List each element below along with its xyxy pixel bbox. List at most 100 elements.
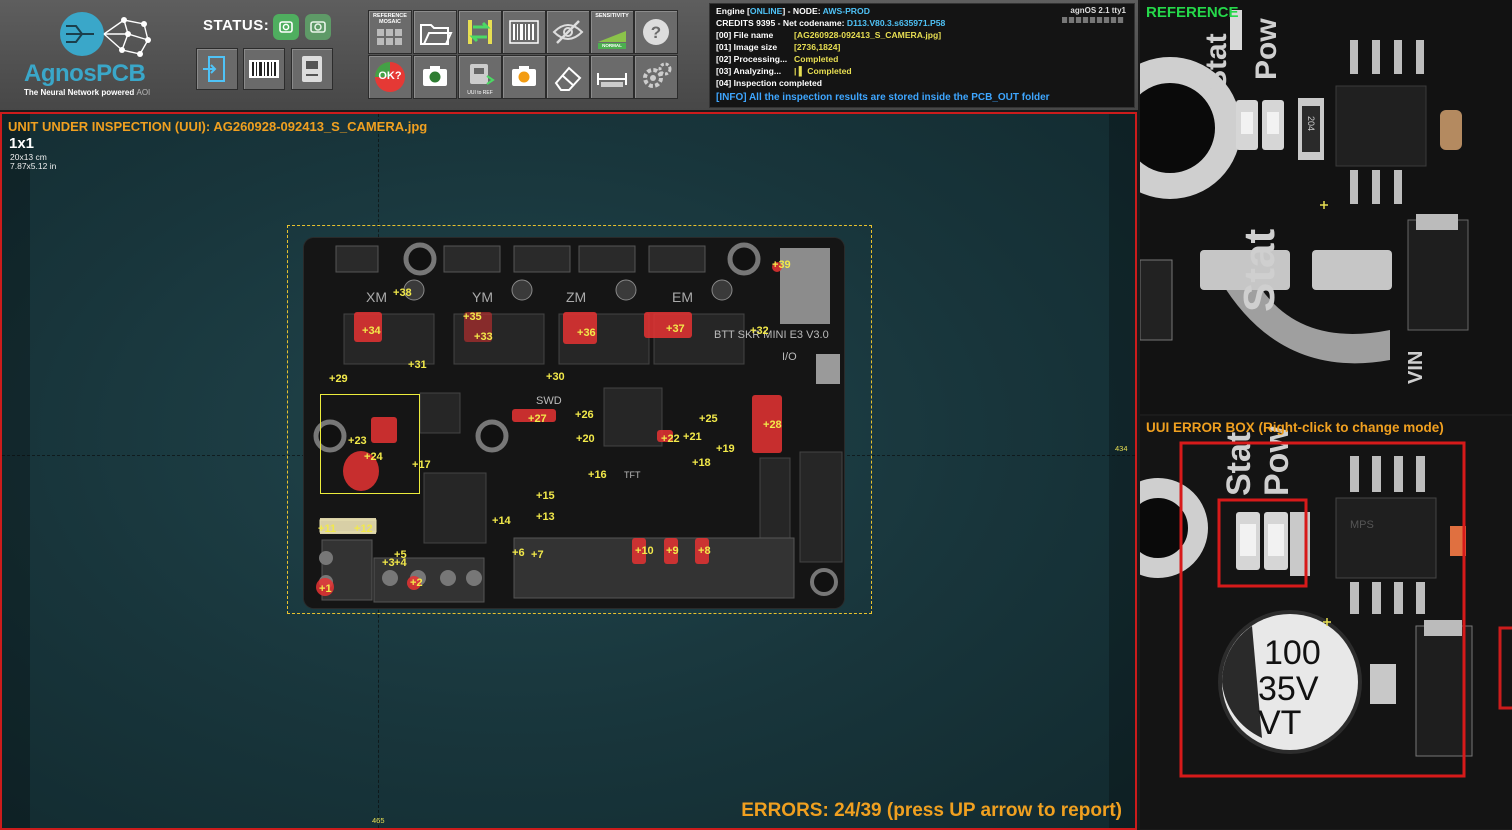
defect-marker[interactable]: +19 bbox=[716, 443, 735, 455]
defect-marker[interactable]: +26 bbox=[575, 409, 594, 421]
measure-button[interactable] bbox=[590, 55, 634, 99]
crosshair-y-readout: 434 bbox=[1115, 444, 1128, 453]
error-highlight bbox=[464, 312, 492, 342]
console-line-filename: [00] File name[AG260928-092413_S_CAMERA.… bbox=[716, 30, 942, 40]
defect-marker[interactable]: +14 bbox=[492, 515, 511, 527]
axis-label-em: EM bbox=[672, 289, 693, 305]
defect-marker[interactable]: +22 bbox=[661, 433, 680, 445]
defect-marker[interactable]: +15 bbox=[536, 490, 555, 502]
defect-marker[interactable]: +11 bbox=[318, 523, 337, 535]
defect-marker[interactable]: +21 bbox=[683, 431, 702, 443]
uui-inspection-view[interactable]: 434 465 UNIT UNDER INSPECTION (UUI): AG2… bbox=[0, 112, 1137, 830]
barcode-icon bbox=[509, 20, 539, 44]
defect-marker[interactable]: +4 bbox=[394, 557, 407, 569]
top-toolbar: AgnosPCB The Neural Network powered AOI … bbox=[0, 0, 1138, 110]
defect-marker[interactable]: +7 bbox=[531, 549, 544, 561]
defect-marker[interactable]: +12 bbox=[354, 523, 373, 535]
capture-orange-button[interactable] bbox=[502, 55, 546, 99]
ok-approve-button[interactable]: OK? bbox=[368, 55, 412, 99]
defect-marker[interactable]: +33 bbox=[474, 331, 493, 343]
reference-mosaic-button[interactable]: REFERENCE MOSAIC bbox=[368, 10, 412, 54]
swap-reference-button[interactable] bbox=[458, 10, 502, 54]
board-dimensions-in: 7.87x5.12 in bbox=[10, 161, 57, 171]
defect-marker[interactable]: +16 bbox=[588, 469, 607, 481]
defect-marker[interactable]: +1 bbox=[319, 583, 332, 595]
console-line-imagesize: [01] Image size[2736,1824] bbox=[716, 42, 841, 52]
uui-to-ref-button[interactable]: UUI to REF bbox=[458, 55, 502, 99]
defect-marker[interactable]: +30 bbox=[546, 371, 565, 383]
defect-marker[interactable]: +38 bbox=[393, 287, 412, 299]
defect-marker[interactable]: +10 bbox=[635, 545, 654, 557]
defect-marker[interactable]: +37 bbox=[666, 323, 685, 335]
svg-text:?: ? bbox=[651, 23, 661, 42]
defect-marker[interactable]: +18 bbox=[692, 457, 711, 469]
swap-arrows-icon bbox=[468, 20, 492, 44]
defect-marker[interactable]: +32 bbox=[750, 325, 769, 337]
eraser-icon bbox=[554, 66, 582, 91]
defect-marker[interactable]: +23 bbox=[348, 435, 367, 447]
defect-marker[interactable]: +17 bbox=[412, 459, 431, 471]
board-bounding-frame bbox=[287, 225, 872, 614]
reference-view[interactable]: 204 Stat Pow Stat VIN REFERENCE bbox=[1140, 0, 1512, 414]
defect-marker[interactable]: +2 bbox=[410, 577, 423, 589]
defect-marker[interactable]: +29 bbox=[329, 373, 348, 385]
error-highlight bbox=[563, 312, 597, 344]
eraser-button[interactable] bbox=[546, 55, 590, 99]
uui-error-box-view[interactable]: Stat Pow MPS 100 35V VT bbox=[1140, 416, 1512, 829]
ref-silk-vin: VIN bbox=[1405, 351, 1427, 384]
open-folder-button[interactable] bbox=[413, 10, 457, 54]
reference-pcb-closeup: 204 Stat Pow Stat VIN bbox=[1140, 0, 1512, 414]
defect-marker[interactable]: +34 bbox=[362, 325, 381, 337]
sensitivity-value: NORMAL bbox=[598, 43, 626, 49]
load-board-button[interactable] bbox=[291, 48, 333, 90]
defect-marker[interactable]: +25 bbox=[699, 413, 718, 425]
ref-silk-stat: Stat bbox=[1200, 33, 1233, 90]
help-button[interactable]: ? bbox=[634, 10, 678, 54]
ref-resistor-text: 204 bbox=[1306, 116, 1316, 131]
defect-marker[interactable]: +20 bbox=[576, 433, 595, 445]
defect-marker[interactable]: +35 bbox=[463, 311, 482, 323]
settings-button[interactable] bbox=[634, 55, 678, 99]
help-question-icon: ? bbox=[643, 19, 669, 45]
barcode-toggle-button[interactable] bbox=[502, 10, 546, 54]
pcb-drawing: BTT SKR MINI E3 V3.0 I/O SWD TFT XM YM Z… bbox=[304, 238, 844, 608]
error-highlight bbox=[644, 312, 692, 338]
exit-door-icon bbox=[203, 56, 225, 82]
axis-label-ym: YM bbox=[472, 289, 493, 305]
sensitivity-button[interactable]: SENSITIVITY NORMAL bbox=[590, 10, 634, 54]
error-highlight bbox=[407, 576, 421, 590]
agnospcb-logo: AgnosPCB The Neural Network powered AOI bbox=[22, 8, 172, 103]
defect-marker[interactable]: +39 bbox=[772, 259, 791, 271]
defect-marker[interactable]: +6 bbox=[512, 547, 525, 559]
hide-overlay-button[interactable] bbox=[546, 10, 590, 54]
board-load-icon bbox=[302, 56, 322, 82]
camera-icon bbox=[512, 66, 536, 86]
board-dimensions-cm: 20x13 cm bbox=[10, 152, 47, 162]
selected-region-box bbox=[320, 394, 420, 494]
defect-marker[interactable]: +3 bbox=[382, 557, 395, 569]
defect-marker[interactable]: +8 bbox=[698, 545, 711, 557]
defect-marker[interactable]: +27 bbox=[528, 413, 547, 425]
cap-value-text: 100 bbox=[1264, 634, 1321, 672]
defect-marker[interactable]: +5 bbox=[394, 549, 407, 561]
ok-label: OK? bbox=[378, 70, 402, 82]
defect-marker[interactable]: +31 bbox=[408, 359, 427, 371]
defect-marker[interactable]: +13 bbox=[536, 511, 555, 523]
defect-marker[interactable]: +28 bbox=[763, 419, 782, 431]
zoom-scale: 1x1 bbox=[9, 135, 35, 152]
defect-marker[interactable]: +24 bbox=[364, 451, 383, 463]
axis-label-xm: XM bbox=[366, 289, 387, 305]
uui-title: UNIT UNDER INSPECTION (UUI): AG260928-09… bbox=[8, 119, 428, 134]
defect-marker[interactable]: +9 bbox=[666, 545, 679, 557]
defect-marker[interactable]: +36 bbox=[577, 327, 596, 339]
ref-silk-pow: Pow bbox=[1250, 18, 1283, 80]
capture-green-button[interactable] bbox=[413, 55, 457, 99]
sensitivity-wedge-icon bbox=[598, 31, 626, 42]
barcode-scan-button[interactable] bbox=[243, 48, 285, 90]
barcode-icon bbox=[249, 60, 279, 78]
error-highlight bbox=[316, 578, 334, 596]
exit-button[interactable] bbox=[196, 48, 238, 90]
error-highlight bbox=[632, 538, 646, 564]
uui-error-box-title: UUI ERROR BOX (Right-click to change mod… bbox=[1146, 420, 1444, 435]
